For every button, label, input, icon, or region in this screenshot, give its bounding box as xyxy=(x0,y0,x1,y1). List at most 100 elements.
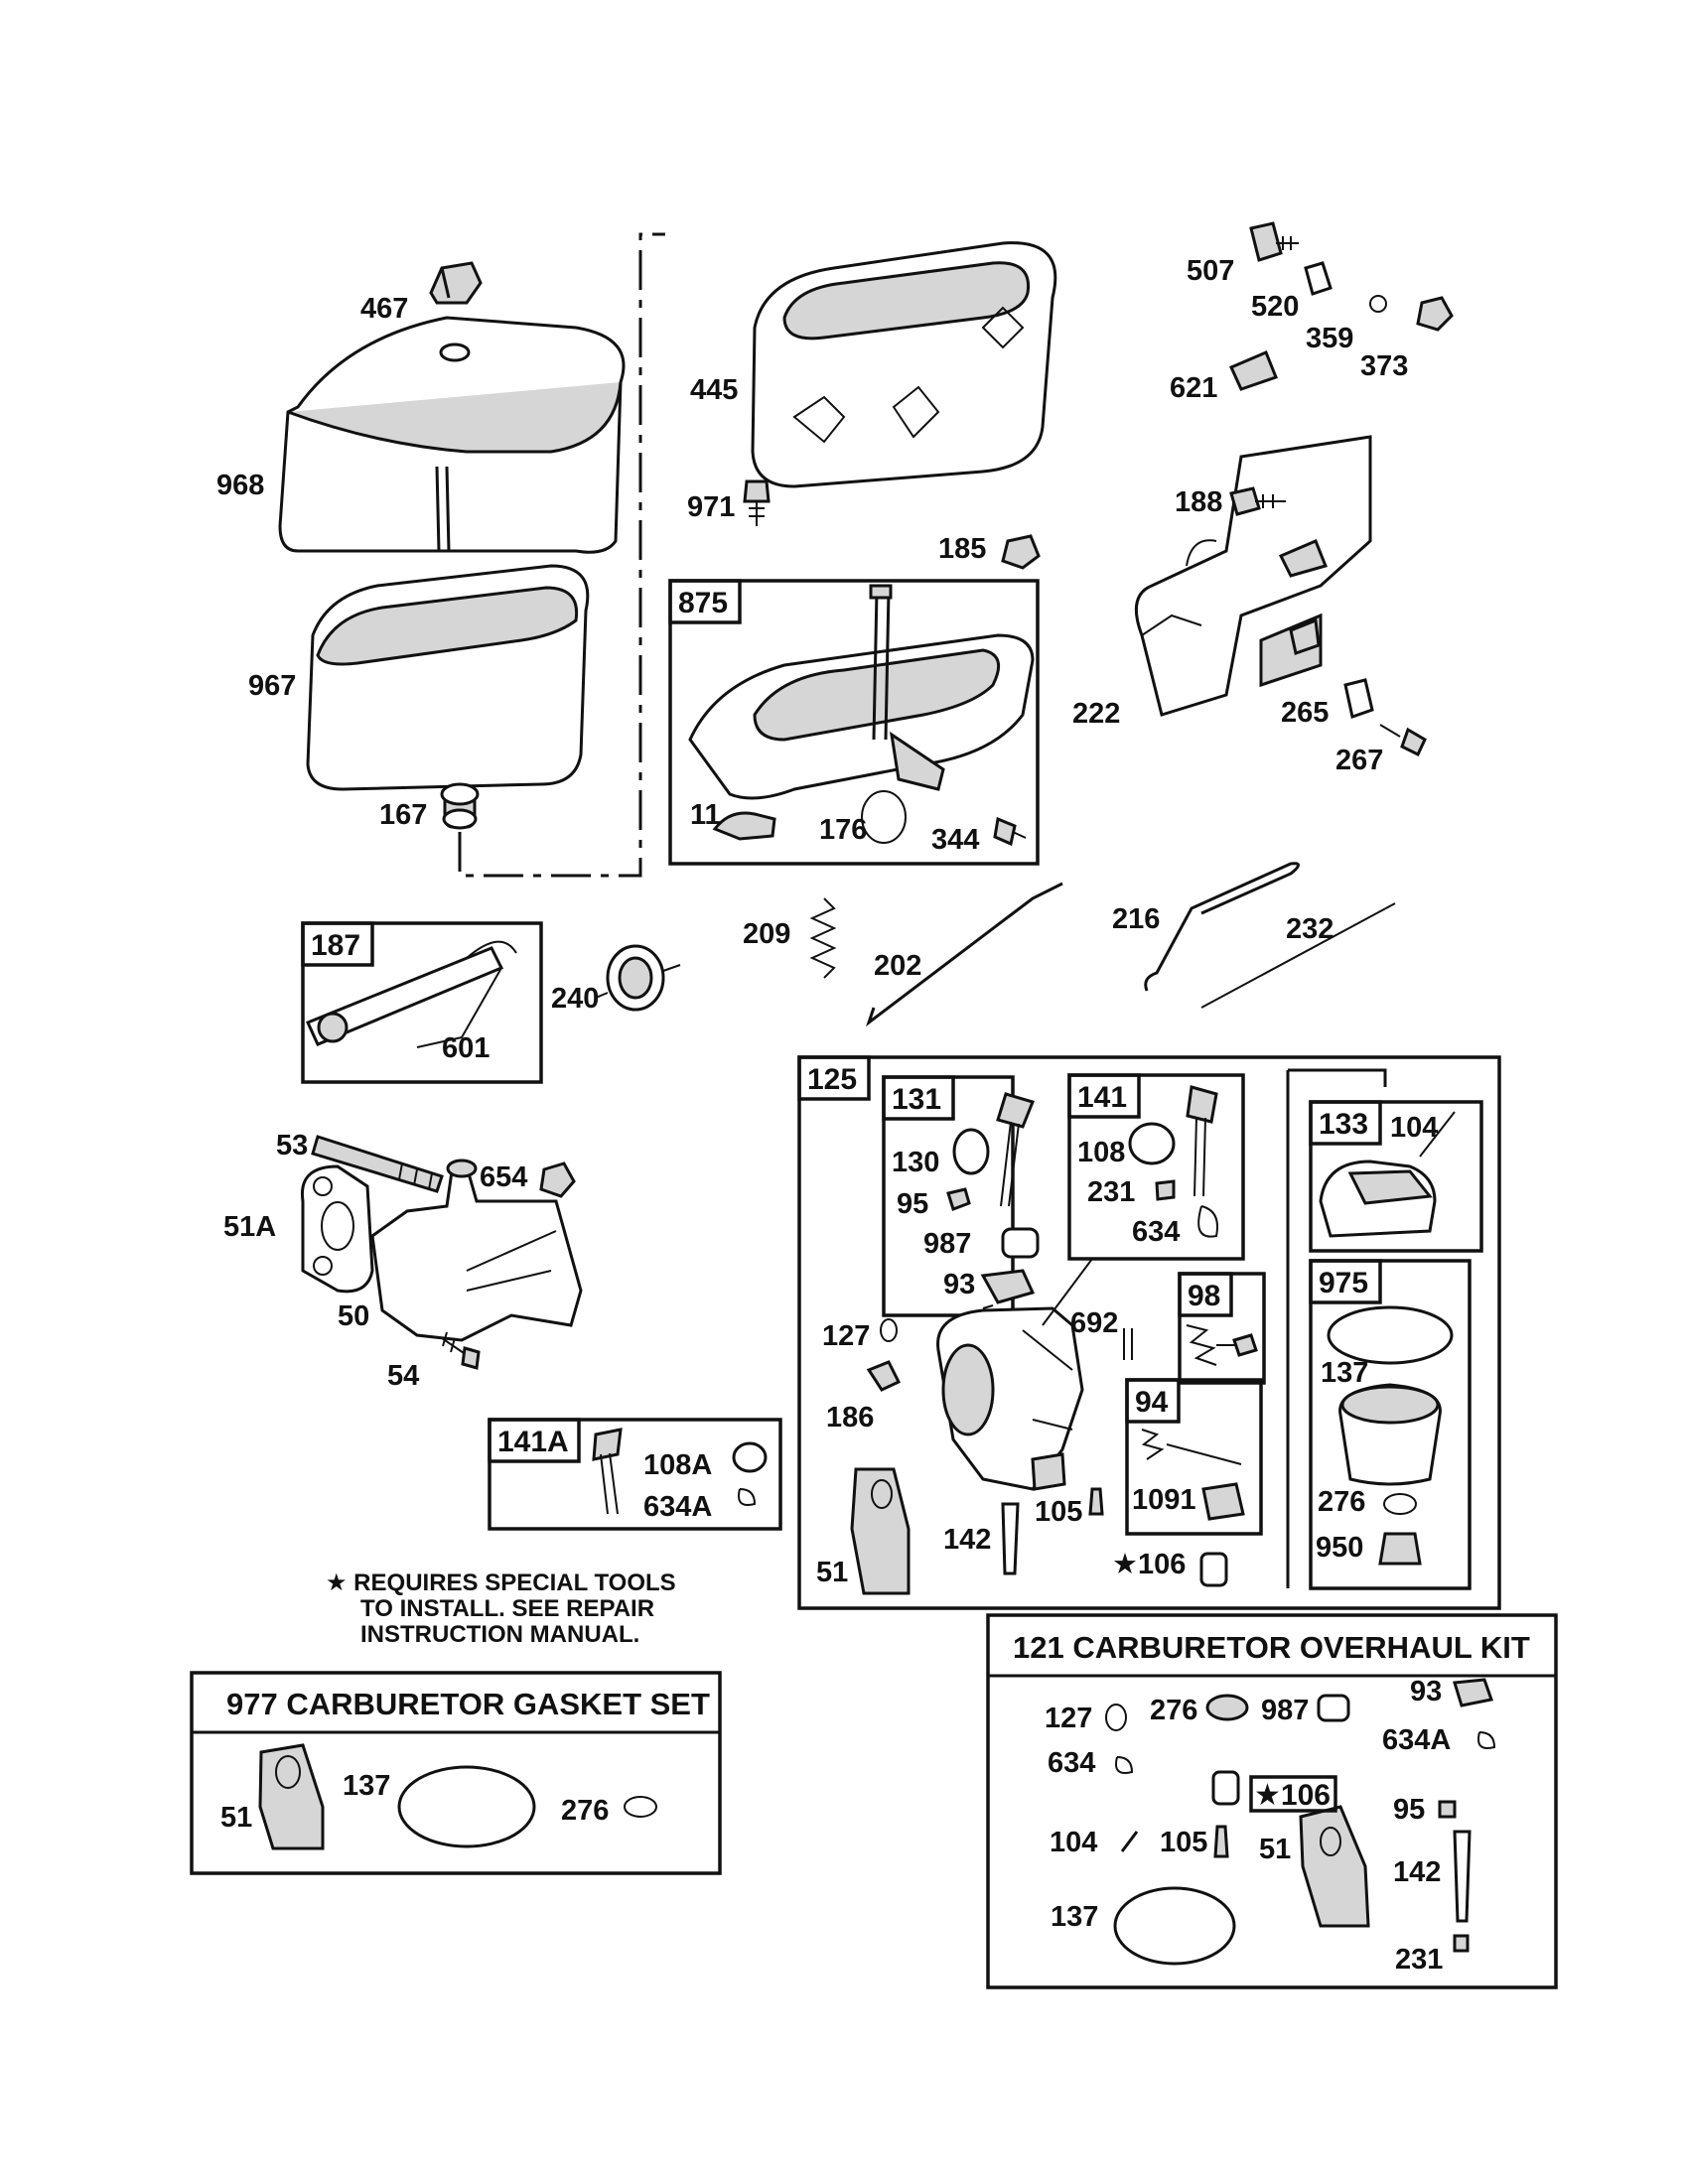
leader-141-to-carb xyxy=(1042,1258,1093,1326)
callout-95: 95 xyxy=(897,1188,928,1220)
nut-185-drawing xyxy=(1001,534,1041,570)
clip-265-267-drawing xyxy=(1343,678,1427,757)
choke-lever-141A-drawing xyxy=(592,1428,768,1515)
box-label-141A: 141A xyxy=(497,1426,569,1458)
callout-373: 373 xyxy=(1360,350,1408,382)
callout-51A: 51A xyxy=(223,1211,276,1243)
bowl-975-drawing xyxy=(1327,1305,1454,1566)
callout-971: 971 xyxy=(687,491,735,523)
knob-467-drawing xyxy=(429,261,483,305)
carburetor-drawing xyxy=(936,1306,1084,1491)
callout-276: 276 xyxy=(1318,1486,1365,1518)
filter-967-drawing xyxy=(306,564,590,791)
callout-108: 108 xyxy=(1077,1137,1125,1168)
gasket-item-276: 276 xyxy=(561,1795,609,1827)
box-975-frame xyxy=(1309,1259,1472,1590)
idle-spring-98-drawing xyxy=(1186,1324,1258,1366)
choke-shaft-141-drawing xyxy=(1128,1085,1218,1238)
callout-1091: 1091 xyxy=(1132,1484,1196,1516)
stud-53-drawing xyxy=(311,1135,444,1193)
callout-265: 265 xyxy=(1281,697,1329,729)
callout-142: 142 xyxy=(943,1524,991,1556)
callout-222: 222 xyxy=(1072,698,1120,730)
box-label-875: 875 xyxy=(678,587,728,619)
callout-186: 186 xyxy=(826,1402,874,1433)
callout-231: 231 xyxy=(1087,1176,1135,1208)
callout-634: 634 xyxy=(1132,1216,1180,1248)
callout-601: 601 xyxy=(442,1032,490,1064)
callout-467: 467 xyxy=(360,293,408,325)
callout-950: 950 xyxy=(1316,1532,1363,1564)
special-tools-note: ★ REQUIRES SPECIAL TOOLS TO INSTALL. SEE… xyxy=(326,1570,676,1648)
box-label-187: 187 xyxy=(311,929,360,962)
kit-item-106: ★106 xyxy=(1254,1779,1331,1812)
base-875-drawing xyxy=(688,584,1035,847)
overhaul-kit-title: 121 CARBURETOR OVERHAUL KIT xyxy=(1013,1630,1530,1665)
callout-176: 176 xyxy=(819,814,867,846)
box-187-frame xyxy=(301,921,543,1084)
callout-634A: 634A xyxy=(643,1491,712,1523)
callout-51: 51 xyxy=(816,1557,848,1588)
kit-item-104: 104 xyxy=(1050,1827,1097,1858)
callout-188: 188 xyxy=(1175,486,1222,518)
gasket-set-labels: 977 CARBURETOR GASKET SET 51 137 276 xyxy=(220,1687,710,1834)
link-202-drawing xyxy=(866,882,1063,1027)
callout-50: 50 xyxy=(338,1300,369,1332)
callout-104: 104 xyxy=(1390,1112,1438,1144)
callout-232: 232 xyxy=(1286,913,1333,945)
box-106-frame xyxy=(1249,1775,1337,1813)
callout-267: 267 xyxy=(1335,745,1383,776)
callout-106: ★106 xyxy=(1112,1549,1186,1580)
gasket-51A-drawing xyxy=(300,1164,374,1294)
misc-carb-parts-drawing xyxy=(850,1318,1228,1595)
nut-654-drawing xyxy=(539,1161,576,1198)
callout-53: 53 xyxy=(276,1130,308,1161)
callout-216: 216 xyxy=(1112,903,1160,935)
note-line-3: INSTRUCTION MANUAL. xyxy=(360,1621,639,1648)
filter-445-drawing xyxy=(751,241,1057,488)
callout-968: 968 xyxy=(216,470,264,501)
grommet-167-drawing xyxy=(440,782,480,830)
note-line-1: ★ REQUIRES SPECIAL TOOLS xyxy=(326,1570,676,1596)
screw-971-drawing xyxy=(743,479,771,526)
callout-11: 11 xyxy=(690,799,721,831)
gasket-item-51: 51 xyxy=(220,1802,252,1834)
box-label-94: 94 xyxy=(1135,1386,1169,1419)
kit-item-51: 51 xyxy=(1259,1834,1291,1865)
elbow-50-drawing xyxy=(370,1159,583,1342)
callout-130: 130 xyxy=(892,1147,939,1178)
box-875-frame xyxy=(668,579,1040,866)
kit-item-93: 93 xyxy=(1410,1676,1442,1707)
callout-987: 987 xyxy=(923,1228,971,1260)
kit-item-231: 231 xyxy=(1395,1944,1443,1976)
box-133-frame xyxy=(1309,1100,1483,1253)
box-141-frame xyxy=(1067,1073,1245,1261)
screw-54-drawing xyxy=(441,1331,481,1370)
callout-105: 105 xyxy=(1035,1496,1082,1528)
box-label-975: 975 xyxy=(1319,1267,1368,1299)
box-label-131: 131 xyxy=(892,1083,941,1116)
cover-968-drawing xyxy=(278,316,626,554)
bracket-222-drawing xyxy=(1134,435,1372,717)
fuel-line-187-drawing xyxy=(305,940,517,1048)
leader-131-to-carb xyxy=(982,1304,994,1309)
overhaul-kit-labels: 121 CARBURETOR OVERHAUL KIT 127 276 987 … xyxy=(1013,1630,1530,1976)
callout-127: 127 xyxy=(822,1320,870,1352)
box-label-98: 98 xyxy=(1188,1280,1220,1312)
gasket-item-137: 137 xyxy=(343,1770,390,1802)
kit-item-987: 987 xyxy=(1261,1695,1309,1726)
callout-967: 967 xyxy=(248,670,296,702)
callout-54: 54 xyxy=(387,1360,419,1392)
box-121-frame xyxy=(986,1613,1558,1989)
callout-654: 654 xyxy=(480,1161,527,1193)
callout-507: 507 xyxy=(1187,255,1234,287)
box-label-125: 125 xyxy=(807,1063,857,1096)
screw-188-drawing xyxy=(1229,486,1286,516)
box-977-frame xyxy=(190,1671,722,1875)
spring-209-drawing xyxy=(809,897,837,979)
note-line-2: TO INSTALL. SEE REPAIR xyxy=(360,1595,654,1622)
callout-520: 520 xyxy=(1251,291,1299,323)
callout-209: 209 xyxy=(743,918,790,950)
kit-item-137: 137 xyxy=(1051,1901,1098,1933)
